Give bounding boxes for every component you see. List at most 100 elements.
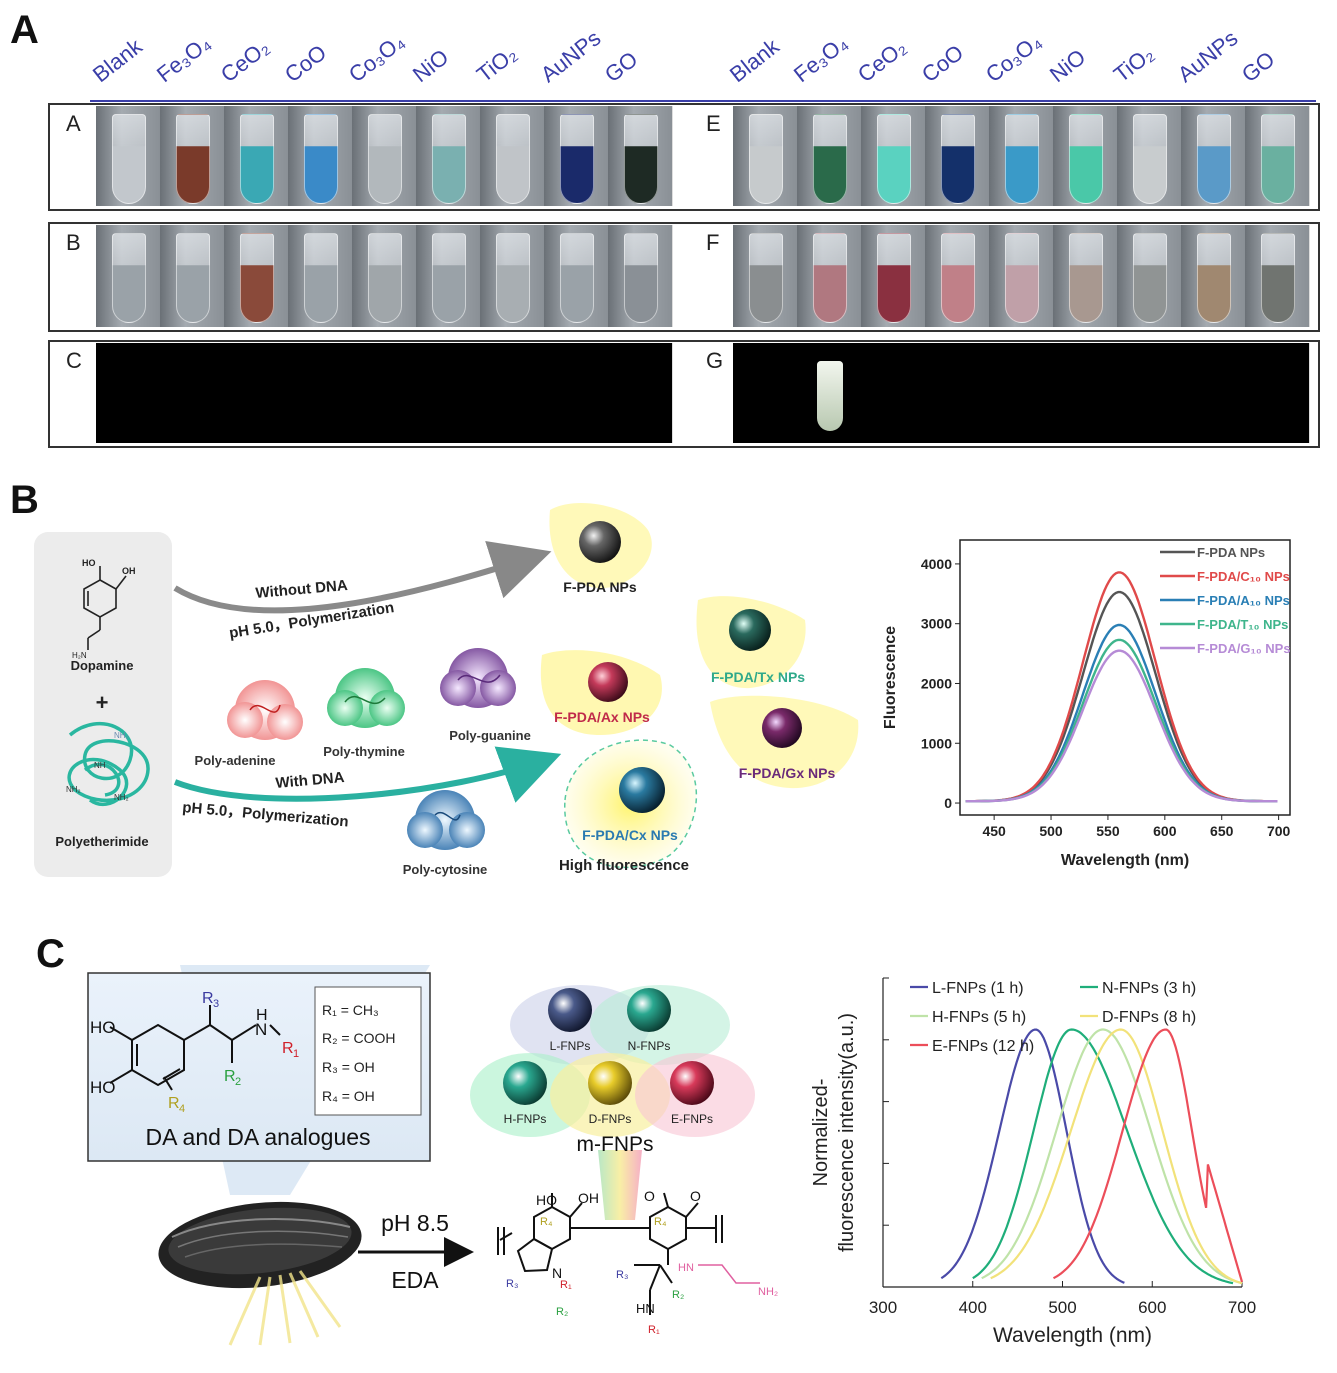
tube-photo — [416, 106, 481, 206]
x-tick-label: 500 — [1039, 823, 1063, 839]
tube-photo — [352, 106, 417, 206]
f-pda-cx-np-sphere — [619, 767, 665, 813]
row-label: E — [706, 111, 721, 136]
tube-photo — [733, 225, 798, 327]
column-label: CeO₂ — [215, 34, 274, 88]
series-line — [965, 649, 1278, 803]
arrow-with-dna — [173, 746, 562, 803]
svg-text:HO: HO — [536, 1192, 557, 1208]
panel-label-a: A — [10, 8, 39, 52]
tube-photo — [416, 343, 481, 443]
legend-r3: R₃ = OH — [322, 1059, 375, 1075]
tube-photo — [608, 343, 673, 443]
poly-cytosine-label: Poly-cytosine — [403, 862, 488, 877]
tube-photo — [989, 106, 1054, 206]
f-pda-ax-np-label: F-PDA/Ax NPs — [554, 709, 650, 725]
polymer-structure — [497, 1192, 723, 1315]
legend-r1: R₁ = CH₃ — [322, 1002, 379, 1018]
l-fnp-sphere — [548, 988, 592, 1032]
tube-photo — [160, 225, 225, 327]
tube-photo — [925, 343, 990, 443]
y-axis-label: Fluorescence — [882, 626, 899, 729]
legend-entry: E-FNPs (12 h) — [932, 1038, 1034, 1055]
tube-photo — [608, 106, 673, 206]
x-tick-label: 450 — [982, 823, 1006, 839]
tube-photo — [861, 343, 926, 443]
poly-guanine-label: Poly-guanine — [449, 728, 531, 743]
tube-photo — [1117, 343, 1182, 443]
poly-adenine-label: Poly-adenine — [195, 753, 276, 768]
e-fnp-sphere — [670, 1061, 714, 1105]
svg-text:R₁: R₁ — [560, 1279, 572, 1291]
svg-text:NH₂: NH₂ — [66, 785, 81, 794]
tube-photo — [797, 343, 862, 443]
legend-entry: L-FNPs (1 h) — [932, 980, 1024, 997]
column-label: AuNPs — [535, 25, 606, 88]
tube-photo — [797, 106, 862, 206]
x-tick-label: 700 — [1267, 823, 1291, 839]
tube-photo — [288, 343, 353, 443]
svg-text:HO: HO — [90, 1078, 116, 1097]
tube-photo — [480, 106, 545, 206]
x-tick-label: 700 — [1228, 1298, 1256, 1317]
f-pda-cx-np-label: F-PDA/Cx NPs — [582, 827, 678, 843]
arrow-without-dna — [173, 540, 552, 614]
poly-adenine-cloud — [227, 680, 303, 740]
svg-text:R: R — [282, 1040, 294, 1057]
svg-text:O: O — [690, 1188, 701, 1204]
tube-photo — [1245, 343, 1310, 443]
column-label: TiO₂ — [1108, 40, 1159, 88]
tube-photo — [608, 225, 673, 327]
svg-text:R: R — [224, 1068, 236, 1085]
condition-top: pH 5.0，Polymerization — [228, 599, 395, 642]
series-line — [1052, 1028, 1244, 1283]
svg-text:N: N — [552, 1265, 562, 1281]
e-fnp-label: E-FNPs — [671, 1112, 713, 1126]
svg-text:R₄: R₄ — [540, 1216, 553, 1228]
svg-text:R₂: R₂ — [556, 1306, 568, 1318]
tube-photo — [1053, 225, 1118, 327]
row-label: B — [66, 230, 81, 255]
svg-text:OH: OH — [122, 566, 136, 576]
tube-photo — [797, 225, 862, 327]
column-label: NiO — [1044, 44, 1091, 88]
legend-entry: F-PDA/C₁₀ NPs — [1197, 569, 1290, 584]
tube-photo — [1245, 225, 1310, 327]
y-tick-label: 3000 — [921, 616, 952, 632]
series-line — [972, 1028, 1234, 1285]
column-label: CoO — [279, 39, 332, 88]
tube-photo — [925, 225, 990, 327]
svg-text:NH: NH — [94, 761, 106, 770]
x-tick-label: 650 — [1210, 823, 1234, 839]
condition-eda: EDA — [391, 1267, 439, 1293]
column-label: GO — [599, 46, 643, 88]
svg-text:HO: HO — [82, 558, 96, 568]
f-pda-gx-np-label: F-PDA/Gx NPs — [739, 765, 836, 781]
svg-text:3: 3 — [213, 998, 219, 1010]
condition-ph: pH 8.5 — [381, 1210, 449, 1236]
f-pda-tx-np-sphere — [729, 609, 771, 651]
x-tick-label: 500 — [1048, 1298, 1076, 1317]
h-fnp-label: H-FNPs — [504, 1112, 547, 1126]
x-tick-label: 550 — [1096, 823, 1120, 839]
x-axis-label: Wavelength (nm) — [1061, 852, 1189, 869]
legend-entry: F-PDA/G₁₀ NPs — [1197, 641, 1291, 656]
tube-photo — [544, 343, 609, 443]
panel-label-c: C — [36, 932, 65, 976]
x-axis-label: Wavelength (nm) — [993, 1324, 1152, 1347]
l-fnp-label: L-FNPs — [550, 1039, 591, 1053]
column-label: Fe₃O₄ — [151, 30, 216, 88]
svg-text:OH: OH — [578, 1190, 599, 1206]
series-line — [990, 1028, 1243, 1285]
svg-text:2: 2 — [235, 1076, 241, 1088]
tube-photo — [861, 106, 926, 206]
tube-photo — [544, 225, 609, 327]
plus-sign: + — [96, 690, 109, 715]
svg-text:4: 4 — [179, 1103, 185, 1115]
svg-text:R₂: R₂ — [672, 1289, 684, 1301]
column-label: CeO₂ — [852, 34, 911, 88]
column-label: GO — [1236, 46, 1280, 88]
tube-photo — [1245, 106, 1310, 206]
legend-entry: F-PDA/A₁₀ NPs — [1197, 593, 1290, 608]
